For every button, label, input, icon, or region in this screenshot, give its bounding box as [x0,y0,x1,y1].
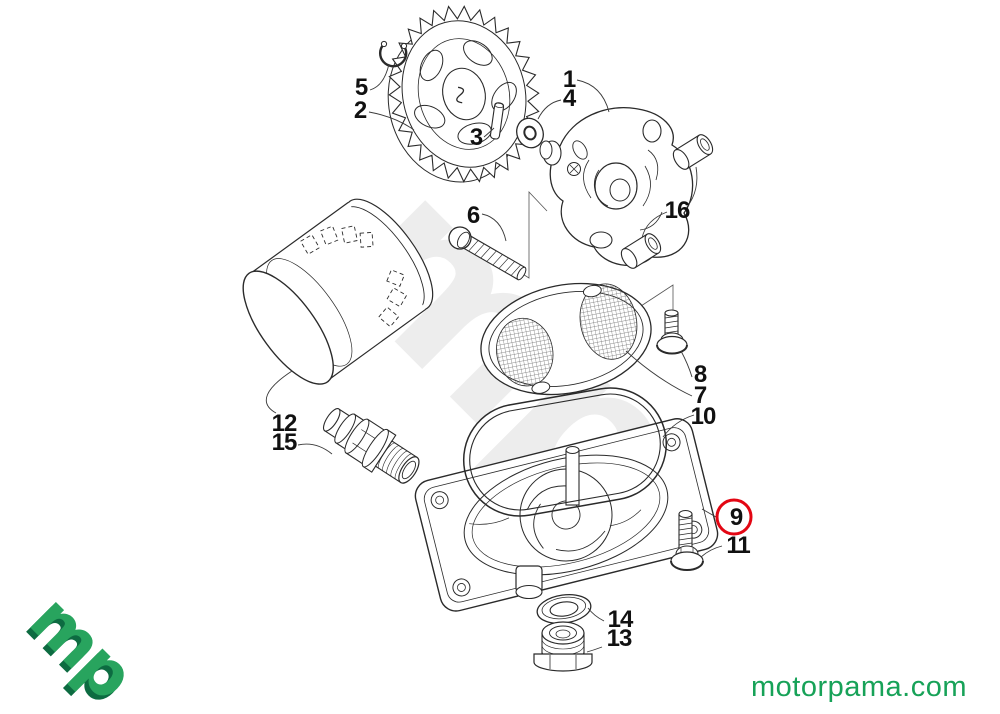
part-label-3[interactable]: 3 [470,124,484,151]
part-label-4[interactable]: 4 [563,85,578,112]
part-label-9[interactable]: 9 [730,504,744,531]
part-filter-union [322,408,420,484]
part-circlip [379,40,408,68]
part-washer-small [516,117,544,149]
part-label-14[interactable]: 14 [608,606,635,633]
part-strainer-screen [480,282,652,396]
part-label-5[interactable]: 5 [355,74,369,101]
part-dowel-bushings [620,134,714,269]
part-sump-plate [414,418,719,612]
part-label-2[interactable]: 2 [354,97,368,124]
part-label-13[interactable]: 13 [607,625,633,652]
part-label-7[interactable]: 7 [694,382,708,409]
selected-part-highlight [715,498,753,536]
leader-lines [265,63,723,653]
part-label-1[interactable]: 1 [563,66,577,93]
part-label-15[interactable]: 15 [272,429,298,456]
part-bolt-11 [670,510,704,571]
part-washer-14 [536,593,592,625]
part-label-12[interactable]: 12 [272,410,298,437]
part-oil-filter [242,198,434,385]
part-dowel-pin [489,102,505,140]
part-label-11[interactable]: 11 [726,532,751,559]
part-bolt-6 [448,226,527,281]
part-bolt-8 [656,309,688,355]
part-sump-plate-feet [515,565,543,600]
part-label-10[interactable]: 10 [691,403,717,430]
part-label-8[interactable]: 8 [694,361,708,388]
part-oil-pump-housing [539,107,694,266]
part-standpipe [565,446,580,506]
website-link[interactable]: motorpama.com [750,671,967,703]
part-drain-plug [533,621,593,672]
part-cam-gear [387,5,540,183]
part-label-6[interactable]: 6 [467,202,481,229]
part-label-16[interactable]: 16 [665,197,691,224]
